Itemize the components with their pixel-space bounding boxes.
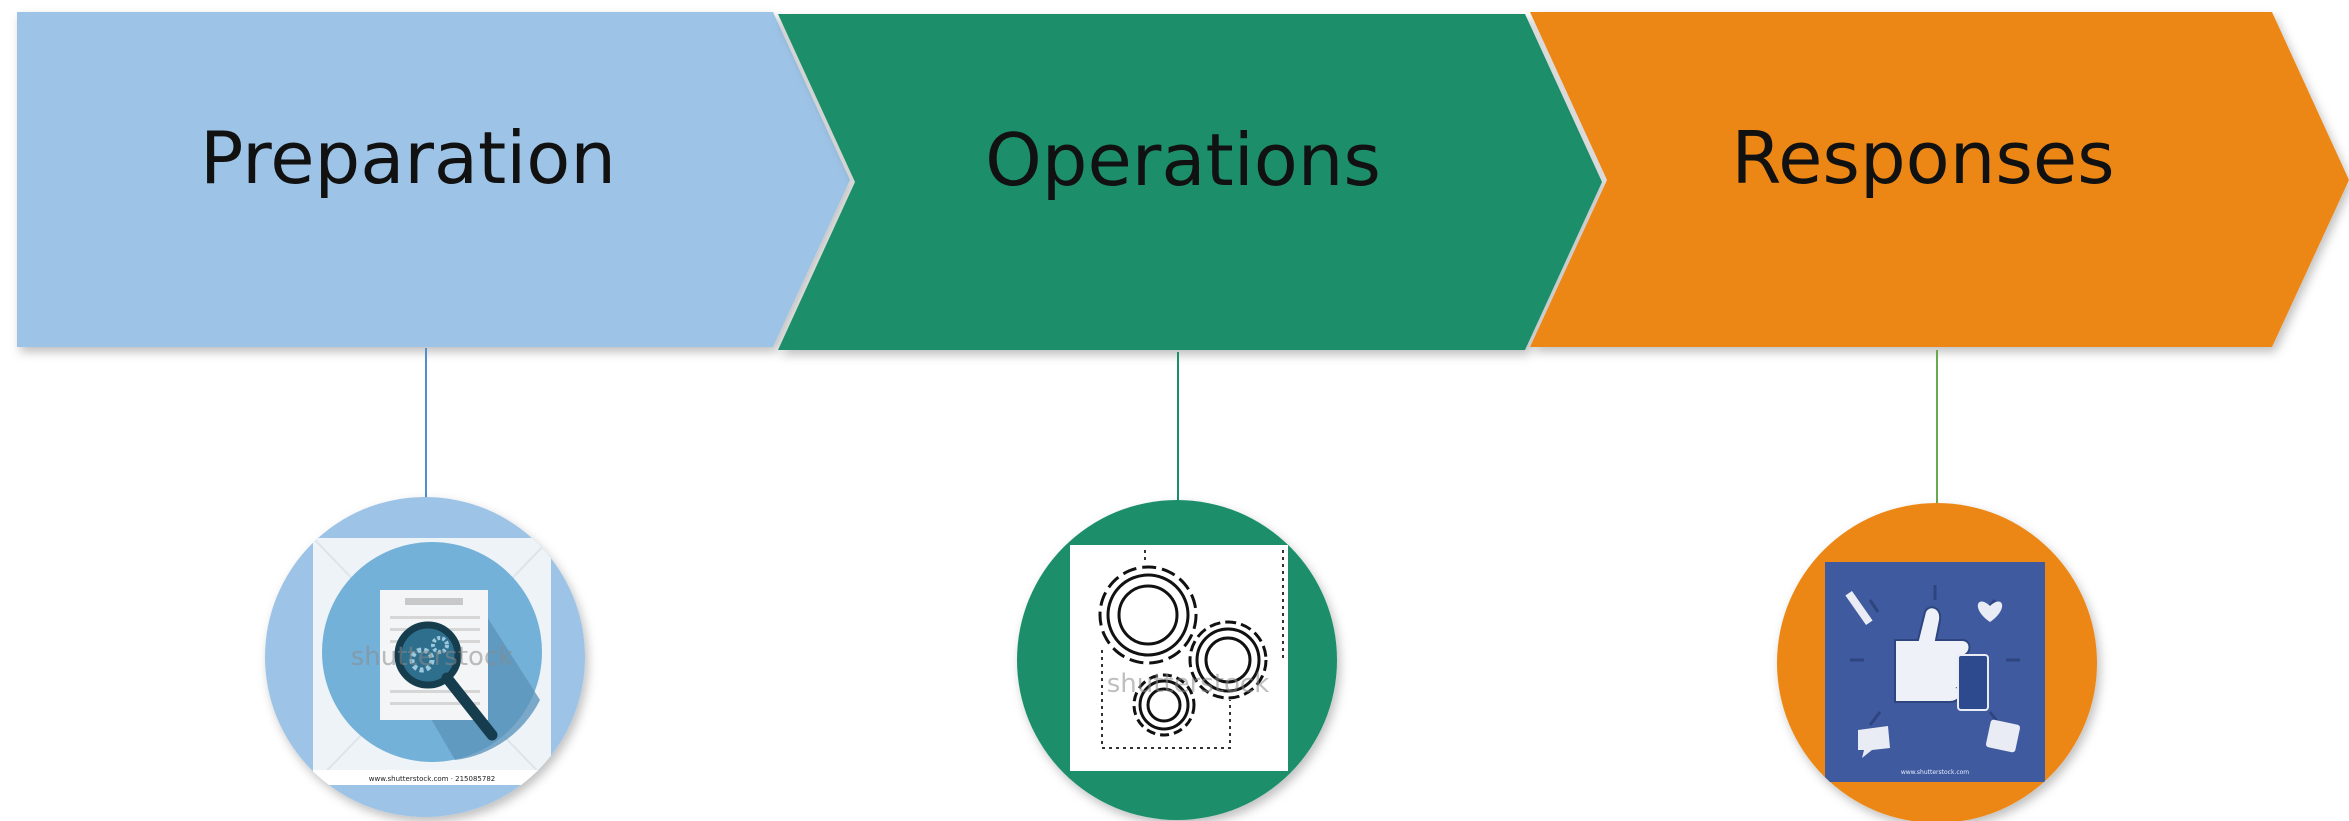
- stage-label-responses: Responses: [1731, 116, 2114, 200]
- stage-label-preparation: Preparation: [200, 116, 616, 200]
- photo-icon: [1985, 719, 2021, 753]
- chevron-preparation-shape: [17, 12, 850, 347]
- document-magnifier-gear-icon: shutterstock www.shutterstock.com · 2150…: [312, 537, 552, 786]
- credit-caption: www.shutterstock.com: [1901, 769, 1969, 776]
- heart-icon: [1977, 601, 2003, 622]
- chevron-operations-shape: [778, 14, 1602, 350]
- pencil-icon: [1845, 590, 1873, 626]
- thumbs-up-icon: www.shutterstock.com: [1825, 562, 2045, 782]
- chevron-operations: [778, 14, 1602, 350]
- stage-circle-operations: shutterstock: [1017, 500, 1337, 820]
- watermark-operations: shutterstock: [1107, 669, 1270, 699]
- chevron-responses: [1530, 12, 2349, 347]
- stage-label-operations: Operations: [985, 118, 1381, 202]
- stage-circle-responses: www.shutterstock.com: [1777, 503, 2097, 821]
- stage-circle-preparation: shutterstock www.shutterstock.com · 2150…: [265, 497, 585, 817]
- stock-caption: www.shutterstock.com · 215085782: [369, 775, 495, 783]
- chevron-preparation: [17, 12, 850, 347]
- chevron-responses-shape: [1530, 12, 2349, 347]
- gears-icon: shutterstock: [1070, 545, 1288, 771]
- watermark-preparation: shutterstock: [351, 642, 514, 672]
- chat-bubble-icon: [1858, 726, 1890, 758]
